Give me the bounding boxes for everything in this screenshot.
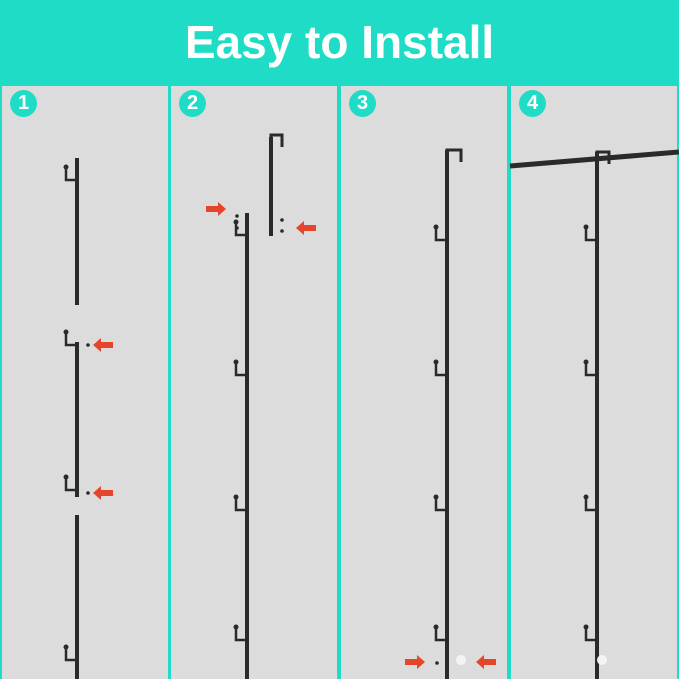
hook-ball [433, 624, 439, 630]
hook-ball [433, 359, 439, 365]
hook-ball [583, 359, 589, 365]
hook-ball [583, 494, 589, 500]
hook [434, 363, 446, 377]
screw [235, 226, 239, 230]
panel-divider [509, 84, 511, 679]
screw [86, 491, 90, 495]
hook [234, 363, 246, 377]
hook [64, 478, 76, 492]
door-edge [509, 149, 679, 169]
hook-ball [63, 164, 69, 170]
step-badge: 3 [349, 90, 376, 117]
page-title: Easy to Install [184, 16, 495, 68]
step-panel-3: 3 [341, 86, 507, 679]
hook-ball [63, 329, 69, 335]
hook [64, 168, 76, 182]
hook-ball [433, 494, 439, 500]
end-cap [456, 655, 466, 665]
hook-ball [233, 359, 239, 365]
panel-divider [339, 84, 341, 679]
hook-ball [233, 219, 239, 225]
panel-divider [677, 84, 679, 679]
hook [584, 363, 596, 377]
step-panel-4: 4 [511, 86, 677, 679]
arrow-right-icon [206, 202, 226, 216]
screw [280, 218, 284, 222]
step-panel-1: 1 [2, 86, 168, 679]
hook-ball [583, 624, 589, 630]
step-badge: 2 [179, 90, 206, 117]
screw [86, 343, 90, 347]
panel-divider [0, 84, 2, 679]
hook [584, 498, 596, 512]
screw [280, 229, 284, 233]
hook-ball [233, 494, 239, 500]
arrow-left-icon [93, 338, 113, 352]
step-panel-2: 2 [171, 86, 337, 679]
end-cap [597, 655, 607, 665]
hook [584, 628, 596, 642]
hook [234, 498, 246, 512]
step-badge: 4 [519, 90, 546, 117]
hook [434, 228, 446, 242]
hook-ball [433, 224, 439, 230]
hook-ball [233, 624, 239, 630]
hook-ball [583, 224, 589, 230]
screw [235, 214, 239, 218]
arrow-right-icon [405, 655, 425, 669]
hook [434, 498, 446, 512]
hook-ball [63, 474, 69, 480]
hook [64, 333, 76, 347]
arrow-left-icon [296, 221, 316, 235]
hook [434, 628, 446, 642]
door-hook [595, 150, 611, 164]
door-hook [445, 148, 463, 162]
panel-divider [169, 84, 171, 679]
hook [234, 628, 246, 642]
arrow-left-icon [476, 655, 496, 669]
hook [64, 648, 76, 662]
door-hook [269, 133, 284, 147]
hook [584, 228, 596, 242]
hook-ball [63, 644, 69, 650]
step-badge: 1 [10, 90, 37, 117]
screw [435, 661, 439, 665]
arrow-left-icon [93, 486, 113, 500]
